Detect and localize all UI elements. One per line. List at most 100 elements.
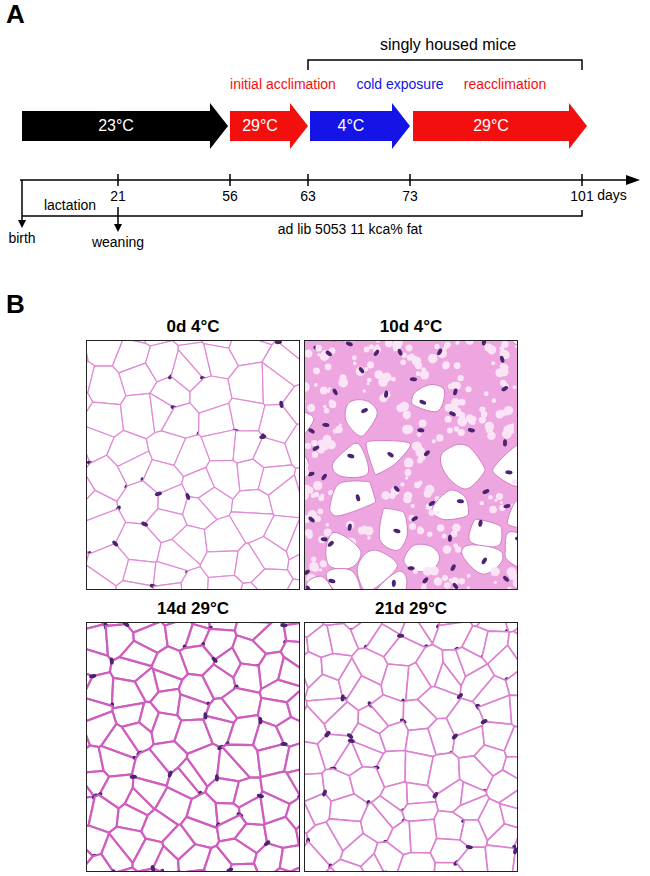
tissue-shape — [448, 410, 456, 417]
tissue-shape — [455, 546, 461, 552]
tick-label: 101 — [570, 188, 593, 204]
image-border — [305, 341, 518, 590]
tissue-shape — [217, 839, 257, 865]
tissue-shape — [487, 345, 496, 354]
tissue-shape — [346, 732, 354, 740]
tissue-shape — [311, 556, 317, 562]
image-border — [87, 623, 300, 872]
tissue-shape — [405, 476, 408, 479]
tissue-shape — [150, 865, 156, 872]
tissue-shape — [485, 845, 515, 872]
tissue-shape — [436, 434, 443, 441]
tissue-shape — [406, 345, 413, 352]
tissue-shape — [207, 575, 243, 590]
tissue-shape — [222, 745, 260, 778]
histology-image — [86, 340, 300, 590]
tissue-shape — [493, 444, 518, 486]
housing-bracket — [308, 60, 582, 70]
tissue-shape — [482, 488, 490, 494]
tissue-shape — [393, 485, 401, 493]
tissue-shape — [185, 492, 191, 500]
tissue-shape — [457, 417, 467, 427]
tissue-shape — [178, 758, 207, 794]
tissue-shape — [278, 340, 300, 363]
tissue-shape — [450, 564, 457, 572]
period-arrow: 29°C — [413, 103, 587, 149]
diet-bracket — [22, 210, 582, 216]
period-arrow: 23°C — [22, 103, 228, 149]
tissue-shape — [109, 657, 114, 665]
tissue-shape — [305, 674, 343, 701]
tissue-shape — [492, 398, 497, 403]
tissue-shape — [411, 504, 415, 508]
diet-label: ad lib 5053 11 kca% fat — [278, 221, 423, 237]
tissue-shape — [231, 489, 273, 514]
tissue-shape — [322, 423, 330, 428]
tissue-shape — [305, 529, 313, 537]
tissue-shape — [404, 491, 413, 500]
tissue-shape — [150, 689, 180, 716]
tissue-shape — [304, 349, 312, 357]
tissue-shape — [402, 425, 412, 435]
tissue-shape — [153, 583, 182, 590]
tissue-shape — [312, 445, 320, 452]
tissue-shape — [125, 788, 155, 816]
tissue-shape — [321, 789, 327, 797]
axis-unit: days — [597, 187, 627, 203]
tissue-shape — [130, 775, 138, 780]
tissue-shape — [377, 571, 407, 590]
tissue-shape — [447, 428, 453, 434]
tissue-shape — [494, 581, 497, 584]
axis-arrowhead — [626, 175, 640, 185]
tissue-shape — [198, 487, 232, 519]
tissue-shape — [410, 377, 417, 381]
tissue-shape — [278, 657, 300, 686]
tissue-shape — [332, 388, 339, 396]
tissue-shape — [504, 406, 513, 415]
tissue-shape — [211, 656, 219, 664]
tissue-shape — [452, 582, 460, 590]
group-label: singly housed mice — [380, 36, 516, 54]
tissue-shape — [405, 416, 408, 419]
tissue-shape — [491, 361, 495, 365]
period-label: lactation — [44, 197, 96, 213]
tissue-shape — [451, 733, 459, 741]
tissue-shape — [286, 518, 300, 560]
tissue-shape — [281, 384, 300, 424]
tissue-shape — [436, 348, 443, 356]
tissue-shape — [510, 695, 518, 727]
event-label: birth — [8, 230, 35, 246]
tissue-shape — [345, 400, 377, 436]
tissue-shape — [353, 362, 357, 366]
tissue-shape — [326, 532, 361, 569]
axis-tick — [307, 174, 309, 186]
tissue-shape — [370, 695, 403, 726]
tissue-shape — [445, 416, 452, 423]
tissue-shape — [432, 439, 436, 443]
tissue-shape — [507, 567, 517, 577]
tissue-shape — [157, 539, 201, 570]
tissue-shape — [330, 481, 376, 516]
tissue-shape — [411, 515, 419, 522]
tissue-shape — [222, 688, 262, 718]
tissue-shape — [332, 443, 368, 477]
tissue-shape — [201, 430, 236, 461]
tissue-shape — [391, 377, 396, 382]
image-border — [305, 623, 518, 872]
tissue-shape — [397, 853, 435, 872]
tissue-shape — [86, 565, 116, 590]
tissue-shape — [347, 738, 355, 743]
tissue-shape — [366, 382, 369, 385]
tissue-shape — [397, 348, 403, 356]
tissue-shape — [422, 576, 430, 584]
tissue-shape — [400, 482, 404, 486]
tissue-shape — [432, 791, 439, 799]
tissue-shape — [510, 570, 515, 575]
tissue-shape — [312, 451, 318, 457]
tissue-shape — [395, 344, 400, 349]
tissue-shape — [304, 622, 518, 872]
tissue-shape — [405, 472, 410, 477]
tissue-shape — [449, 578, 452, 581]
tissue-shape — [304, 340, 518, 590]
tissue-shape — [418, 526, 423, 531]
